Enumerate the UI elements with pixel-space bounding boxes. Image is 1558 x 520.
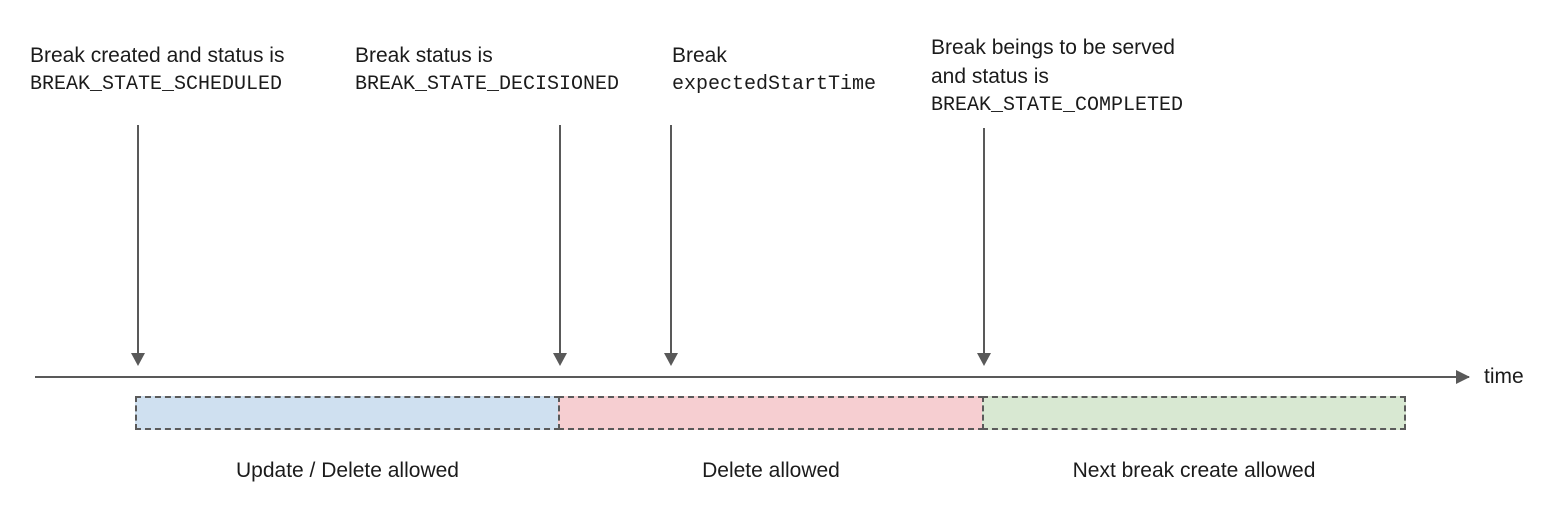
annotation-decisioned-line-2: BREAK_STATE_DECISIONED: [355, 73, 620, 96]
annotation-scheduled-line-1: Break created and status is: [30, 44, 285, 67]
phase-bar-delete: [558, 396, 984, 430]
arrow-shaft: [137, 125, 139, 354]
annotation-expected-start-time-line-2: expectedStartTime: [672, 73, 877, 96]
annotation-decisioned: Break status is BREAK_STATE_DECISIONED: [355, 41, 619, 99]
annotation-scheduled-line-2: BREAK_STATE_SCHEDULED: [30, 73, 283, 96]
phase-caption-update-delete: Update / Delete allowed: [236, 459, 459, 482]
annotation-scheduled: Break created and status is BREAK_STATE_…: [30, 41, 284, 99]
arrow-right-icon: [1456, 370, 1470, 384]
annotation-expected-start-time-line-1: Break: [672, 44, 727, 67]
phase-caption-delete: Delete allowed: [702, 459, 840, 482]
annotation-completed: Break beings to be served and status is …: [931, 33, 1183, 120]
time-axis-line: [35, 376, 1469, 378]
arrow-head: [553, 353, 567, 366]
arrow-down-icon-scheduled: [130, 125, 146, 366]
annotation-completed-line-2: and status is: [931, 65, 1049, 88]
phase-bar-next-break: [982, 396, 1406, 430]
arrow-shaft: [559, 125, 561, 354]
arrow-down-icon-expected-start-time: [663, 125, 679, 366]
annotation-expected-start-time: Break expectedStartTime: [672, 41, 876, 99]
annotation-completed-line-1: Break beings to be served: [931, 36, 1175, 59]
annotation-completed-line-3: BREAK_STATE_COMPLETED: [931, 94, 1184, 117]
annotation-decisioned-line-1: Break status is: [355, 44, 493, 67]
arrow-head: [131, 353, 145, 366]
arrow-shaft: [670, 125, 672, 354]
time-axis-label: time: [1484, 365, 1524, 388]
arrow-shaft: [983, 128, 985, 354]
phase-bar-update-delete: [135, 396, 560, 430]
arrow-head: [977, 353, 991, 366]
phase-caption-next-break: Next break create allowed: [1072, 459, 1316, 482]
arrow-down-icon-completed: [976, 128, 992, 366]
arrow-down-icon-decisioned: [552, 125, 568, 366]
arrow-head: [664, 353, 678, 366]
